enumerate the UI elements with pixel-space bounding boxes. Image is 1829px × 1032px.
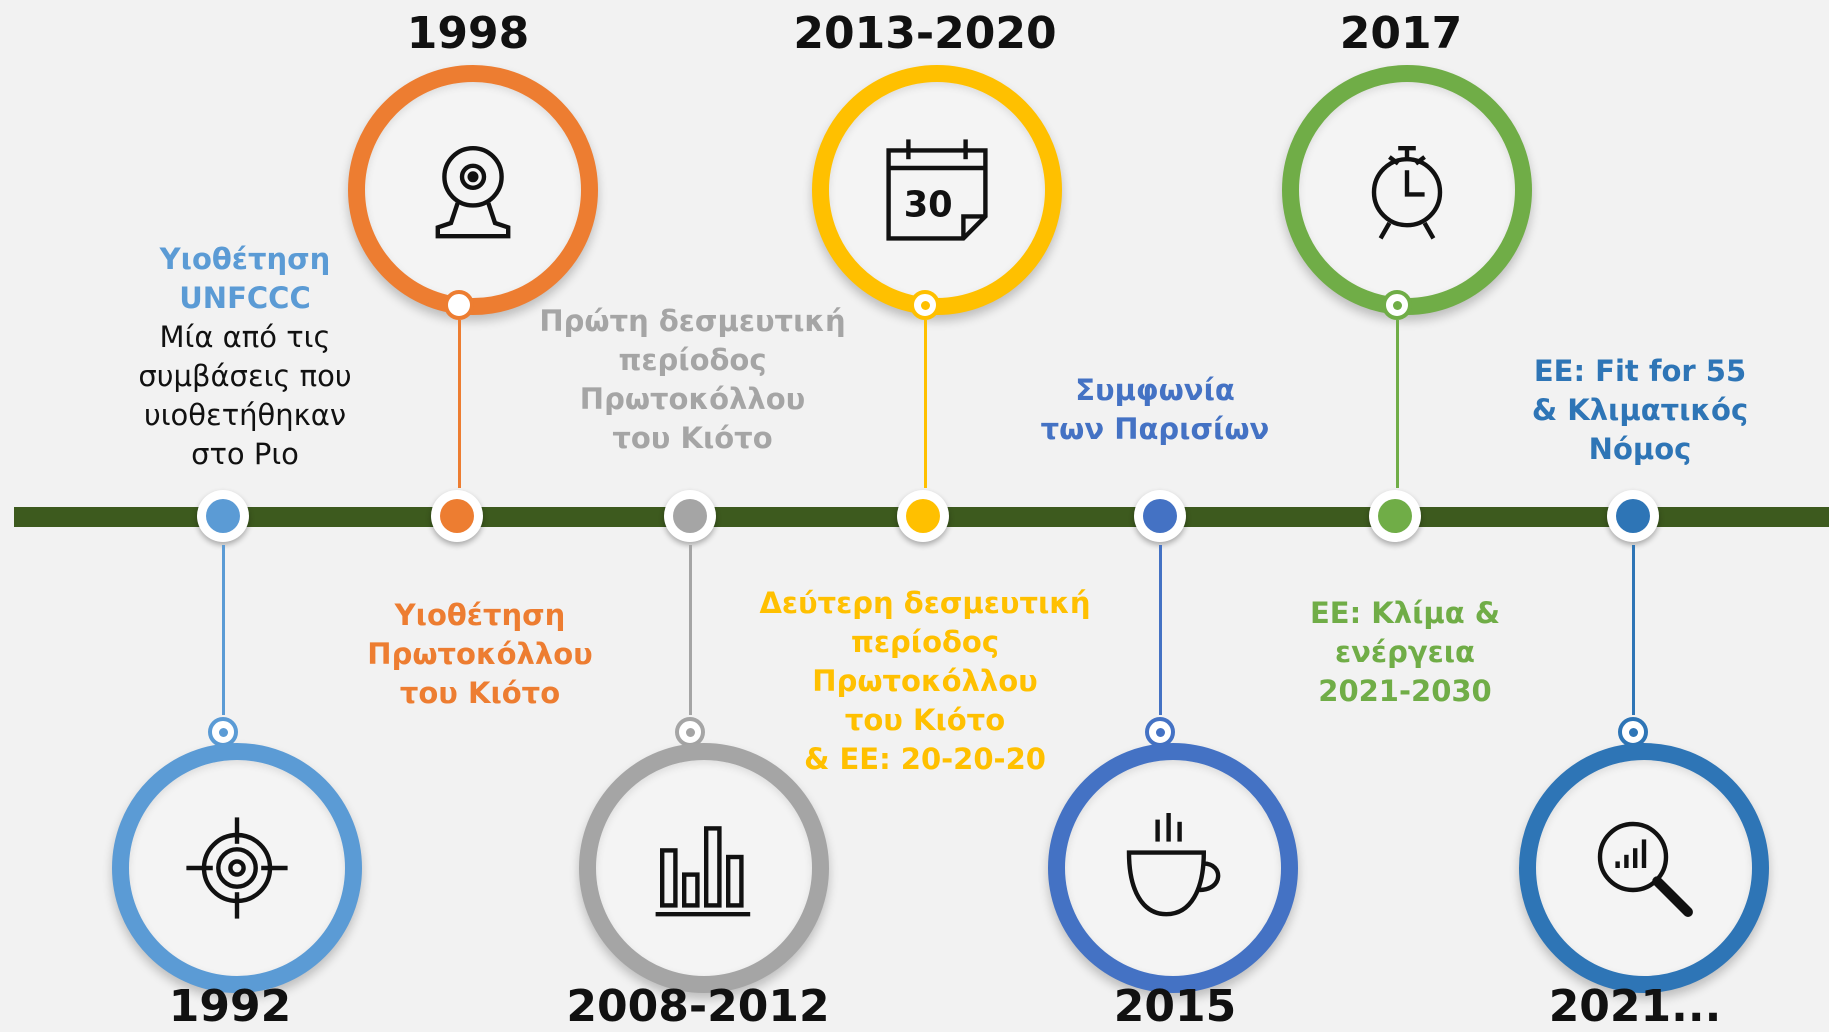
event-2017-ring xyxy=(1282,65,1532,315)
event-1998-ring xyxy=(348,65,598,315)
webcam-icon xyxy=(435,146,511,239)
event-2013-2020-stem xyxy=(924,320,927,488)
event-2013-2020-ring: 30 xyxy=(812,65,1062,315)
event-1998-label: Υιοθέτηση Πρωτοκόλλου του Κιότο xyxy=(367,598,593,710)
calendar-day: 30 xyxy=(904,184,953,225)
event-1992-ring xyxy=(112,743,362,993)
target-icon xyxy=(186,817,288,919)
event-2013-2020-label: Δεύτερη δεσμευτική περίοδος Πρωτοκόλλου … xyxy=(759,586,1091,776)
event-2017-node xyxy=(1369,490,1421,542)
event-1992-label: Υιοθέτηση UNFCCC Μία από τις συμβάσεις π… xyxy=(138,242,352,471)
event-2015-ring xyxy=(1048,743,1298,993)
event-1992-year: 1992 xyxy=(168,981,292,1032)
coffee-cup-icon xyxy=(1126,813,1221,917)
event-2015-node xyxy=(1134,490,1186,542)
event-2013-2020-node xyxy=(897,490,949,542)
event-2008-2012-ring xyxy=(579,743,829,993)
event-2015-year: 2015 xyxy=(1113,981,1237,1032)
event-2021-node xyxy=(1607,490,1659,542)
event-2021-stem xyxy=(1632,545,1635,715)
event-2017-year: 2017 xyxy=(1339,8,1463,59)
event-2008-2012-stem xyxy=(689,545,692,715)
event-2021-label: ΕΕ: Fit for 55 & Κλιματικός Νόμος xyxy=(1531,354,1749,466)
alarm-clock-icon xyxy=(1371,146,1443,240)
event-2008-2012-label: Πρώτη δεσμευτική περίοδος Πρωτοκόλλου το… xyxy=(539,304,846,455)
magnifier-chart-icon xyxy=(1597,821,1693,917)
event-2017-stem xyxy=(1396,320,1399,488)
event-2021-ring xyxy=(1519,743,1769,993)
event-1998-connector xyxy=(444,290,474,320)
event-1998-year: 1998 xyxy=(406,8,530,59)
event-2021-year: 2021... xyxy=(1548,981,1722,1032)
event-2017-connector xyxy=(1382,290,1412,320)
bar-chart-icon xyxy=(655,826,751,917)
event-2017-label: ΕΕ: Κλίμα & ενέργεια 2021-2030 xyxy=(1309,596,1501,708)
event-2015-stem xyxy=(1159,545,1162,715)
event-1998-stem xyxy=(458,320,461,488)
event-2013-2020-year: 2013-2020 xyxy=(793,8,1057,59)
event-1992-node xyxy=(197,490,249,542)
event-2008-2012-node xyxy=(664,490,716,542)
event-1992-stem xyxy=(222,545,225,715)
calendar-icon: 30 xyxy=(886,139,988,241)
event-2015-label: Συμφωνία των Παρισίων xyxy=(1040,373,1270,446)
event-1998-node xyxy=(431,490,483,542)
event-2008-2012-year: 2008-2012 xyxy=(566,981,830,1032)
event-2013-2020-connector xyxy=(910,290,940,320)
